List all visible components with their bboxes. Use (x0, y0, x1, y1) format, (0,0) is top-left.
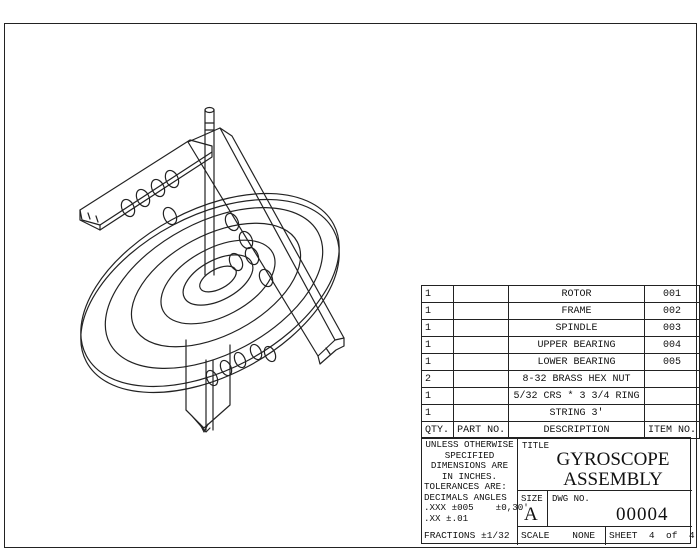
bom-description: UPPER BEARING (508, 336, 645, 354)
title-label: TITLE (522, 441, 550, 451)
bom-description: FRAME (508, 302, 645, 320)
size-value: A (524, 504, 538, 525)
bom-description: STRING 3' (508, 404, 645, 422)
tolerance-line: DIMENSIONS ARE (430, 460, 509, 471)
title-block: UNLESS OTHERWISE SPECIFIED DIMENSIONS AR… (421, 437, 695, 545)
bom-qty: 1 (420, 387, 455, 405)
bom-part-no (453, 370, 510, 388)
bom-item-no (643, 404, 700, 422)
rotor-wheel (80, 192, 340, 394)
bom-part-no (453, 302, 510, 320)
bom-description: 8-32 BRASS HEX NUT (508, 370, 645, 388)
frame-plate-left (79, 139, 213, 231)
sheet-cell: SHEET 4 of 4 (609, 530, 695, 541)
drawing-title: GYROSCOPE ASSEMBLY (538, 450, 688, 490)
bom-header-part-no: PART NO. (453, 421, 510, 439)
dwg-number-cell: DWG NO. 00004 (548, 491, 692, 527)
tolerance-line: SPECIFIED (444, 449, 495, 461)
bom-header-qty: QTY. (420, 421, 455, 439)
size-label: SIZE (521, 494, 543, 504)
title-line-2: ASSEMBLY (563, 469, 663, 490)
dwg-number: 00004 (616, 504, 669, 525)
bom-qty: 1 (420, 319, 455, 337)
bom-description: LOWER BEARING (508, 353, 645, 371)
bom-part-no (453, 285, 510, 303)
bom-description: SPINDLE (508, 319, 645, 337)
bom-qty: 1 (420, 353, 455, 371)
bom-qty: 1 (420, 302, 455, 320)
tolerance-line: .XX ±.01 (424, 512, 469, 524)
fractions-tolerance: FRACTIONS ±1/32 (422, 527, 518, 545)
tolerance-line: TOLERANCES ARE: (424, 481, 507, 492)
bom-item-no: 001 (643, 285, 700, 303)
frame-plate-lower (185, 339, 277, 433)
bom-qty: 1 (420, 404, 455, 422)
bom-row: 2 8-32 BRASS HEX NUT (420, 370, 700, 388)
bom-item-no (643, 387, 700, 405)
bom-row: 1 STRING 3' (420, 404, 700, 422)
spindle (204, 106, 215, 431)
dwg-label: DWG NO. (552, 494, 590, 504)
title-cell: TITLE GYROSCOPE ASSEMBLY (518, 438, 692, 491)
bom-part-no (453, 319, 510, 337)
bom-item-no: 003 (643, 319, 700, 337)
scale-cell: SCALE NONE (518, 527, 606, 545)
bom-part-no (453, 404, 510, 422)
tolerance-line: .XXX ±005 ±0,30' (424, 502, 529, 513)
bom-item-no: 004 (643, 336, 700, 354)
tolerance-notes: UNLESS OTHERWISE SPECIFIED DIMENSIONS AR… (422, 438, 529, 527)
tolerance-line: UNLESS OTHERWISE (425, 439, 514, 450)
bom-item-no: 005 (643, 353, 700, 371)
bom-description: 5/32 CRS * 3 3/4 RING (508, 387, 645, 405)
bom-qty: 1 (420, 336, 455, 354)
frame-plate-main (187, 127, 345, 365)
bom-header-item-no: ITEM NO. (643, 421, 700, 439)
bom-qty: 2 (420, 370, 455, 388)
bom-row: 1 5/32 CRS * 3 3/4 RING (420, 387, 700, 405)
bom-description: ROTOR (508, 285, 645, 303)
bom-part-no (453, 353, 510, 371)
title-line-1: GYROSCOPE (556, 449, 670, 470)
size-cell: SIZE A (518, 491, 548, 527)
tolerance-line: IN INCHES. (441, 470, 498, 482)
tolerance-line: DECIMALS ANGLES (424, 491, 507, 503)
bom-part-no (453, 336, 510, 354)
bom-item-no: 002 (643, 302, 700, 320)
bom-qty: 1 (420, 285, 455, 303)
bom-part-no (453, 387, 510, 405)
bom-item-no (643, 370, 700, 388)
bom-header-description: DESCRIPTION (508, 421, 645, 439)
